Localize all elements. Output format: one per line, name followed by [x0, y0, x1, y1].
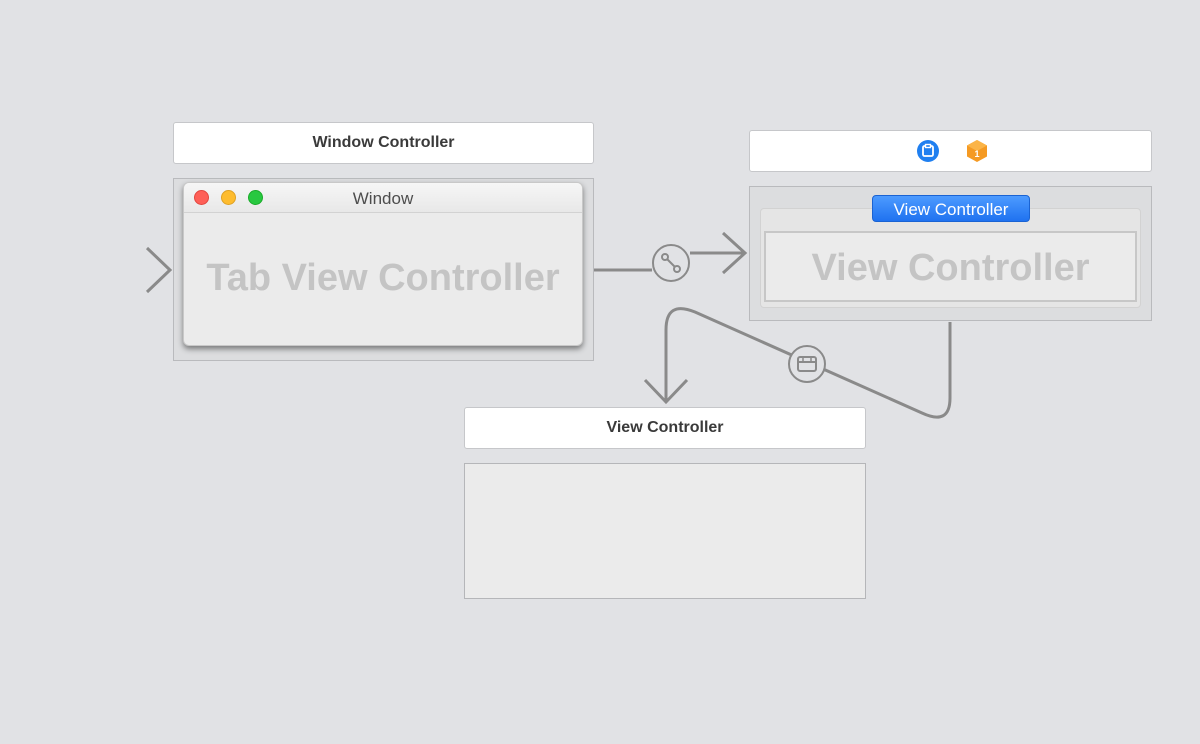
- minimize-button-icon: [221, 190, 236, 205]
- view-controller-placeholder: View Controller: [811, 247, 1090, 289]
- relationship-segue-icon[interactable]: [652, 244, 690, 282]
- tab-child-content-view[interactable]: View Controller: [764, 231, 1137, 302]
- tab-child-scene-header[interactable]: 1: [749, 130, 1152, 172]
- view-controller-scene-header[interactable]: View Controller: [464, 407, 866, 449]
- close-button-icon: [194, 190, 209, 205]
- view-controller-tab-badge[interactable]: View Controller: [872, 195, 1030, 222]
- window-controller-title: Window Controller: [312, 134, 455, 151]
- tab-view-controller-placeholder: Tab View Controller: [206, 257, 560, 299]
- sheet-segue-icon[interactable]: [788, 345, 826, 383]
- view-controller-title: View Controller: [606, 419, 724, 436]
- window-titlebar: Window: [184, 183, 582, 213]
- entry-arrow-icon[interactable]: [40, 246, 173, 294]
- svg-text:1: 1: [974, 149, 979, 159]
- view-controller-scene-frame[interactable]: [464, 463, 866, 599]
- window-controller-scene-header[interactable]: Window Controller: [173, 122, 594, 164]
- window-title: Window: [352, 189, 414, 208]
- relationship-segue-line[interactable]: [594, 231, 748, 275]
- window[interactable]: Window Tab View Controller: [183, 182, 583, 346]
- zoom-button-icon: [248, 190, 263, 205]
- view-controller-icon[interactable]: [916, 139, 940, 163]
- first-responder-icon[interactable]: 1: [965, 139, 989, 163]
